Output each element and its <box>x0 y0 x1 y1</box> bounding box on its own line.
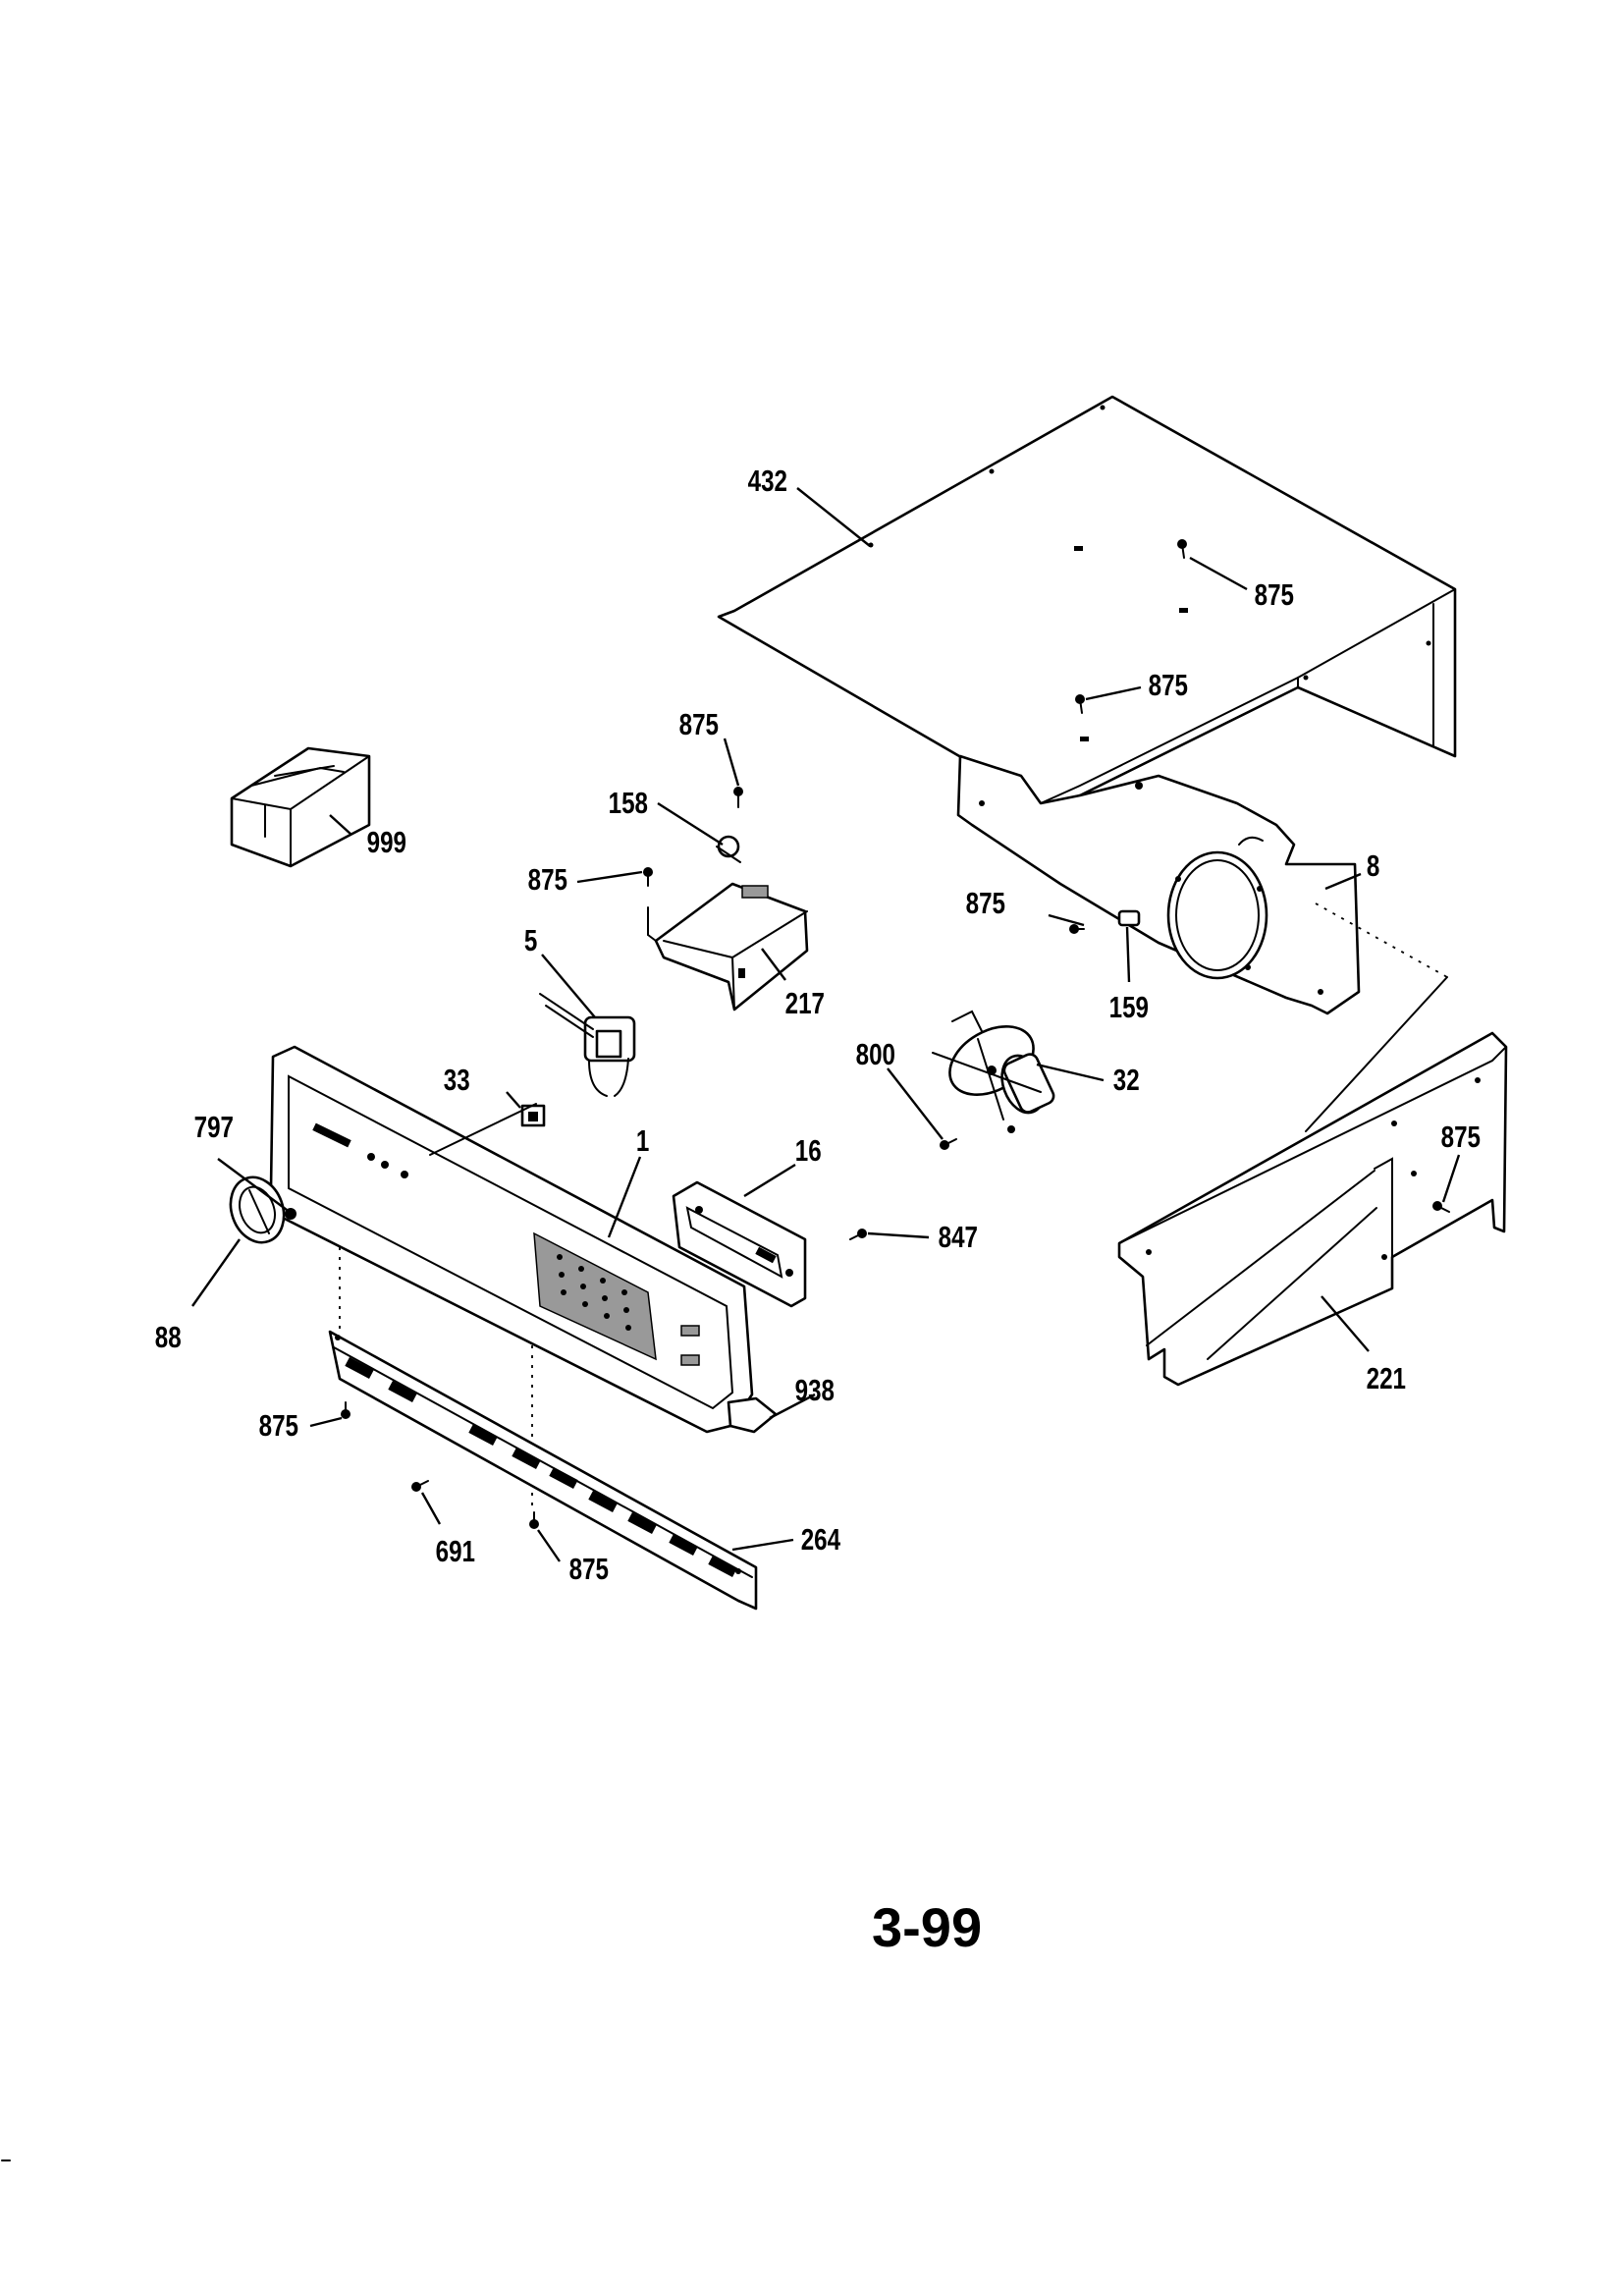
label-875-vent-left: 875 <box>259 1408 298 1443</box>
label-875-bracket-left: 875 <box>528 862 567 897</box>
label-264: 264 <box>801 1522 841 1557</box>
label-875-vent: 875 <box>569 1552 609 1586</box>
label-999: 999 <box>367 825 406 859</box>
label-875-shroud: 875 <box>966 886 1005 920</box>
callout-labels: 432 875 875 875 158 875 217 999 5 33 797… <box>155 464 1481 1586</box>
bracket <box>647 882 809 1011</box>
label-797: 797 <box>194 1110 234 1144</box>
label-938: 938 <box>795 1373 835 1407</box>
label-8: 8 <box>1367 848 1379 883</box>
label-432: 432 <box>748 464 787 498</box>
label-691: 691 <box>436 1534 475 1568</box>
shipping-box <box>230 746 371 868</box>
label-875-rear: 875 <box>1441 1120 1481 1154</box>
endcap <box>727 1396 778 1434</box>
knob <box>229 1175 286 1244</box>
label-158: 158 <box>609 786 648 820</box>
label-847: 847 <box>939 1220 978 1254</box>
label-875-cover-a: 875 <box>1255 577 1294 612</box>
fan-shroud <box>956 754 1361 1015</box>
fan-motor <box>932 1010 1055 1133</box>
screws <box>341 539 1450 1529</box>
rear-panel <box>1117 1031 1508 1387</box>
label-875-bracket-top: 875 <box>679 707 719 741</box>
knob-stud <box>285 1208 297 1220</box>
label-88: 88 <box>155 1320 182 1354</box>
label-5: 5 <box>524 923 537 957</box>
label-221: 221 <box>1367 1361 1406 1395</box>
label-875-cover-b: 875 <box>1149 668 1188 702</box>
relay <box>539 993 636 1097</box>
label-33: 33 <box>444 1063 470 1097</box>
label-800: 800 <box>856 1037 895 1071</box>
label-217: 217 <box>785 986 825 1020</box>
label-159: 159 <box>1109 990 1149 1024</box>
label-32: 32 <box>1113 1063 1140 1097</box>
vent-grille <box>328 1330 758 1611</box>
thermostat <box>1117 909 1141 927</box>
control-board <box>672 1180 807 1308</box>
keypad <box>533 1231 657 1361</box>
leader-lines <box>191 487 1461 1562</box>
top-cover <box>717 395 1457 809</box>
label-16: 16 <box>795 1133 822 1168</box>
label-1: 1 <box>636 1123 649 1158</box>
sensor <box>716 835 741 863</box>
page-number: 3-99 <box>872 1896 982 1958</box>
